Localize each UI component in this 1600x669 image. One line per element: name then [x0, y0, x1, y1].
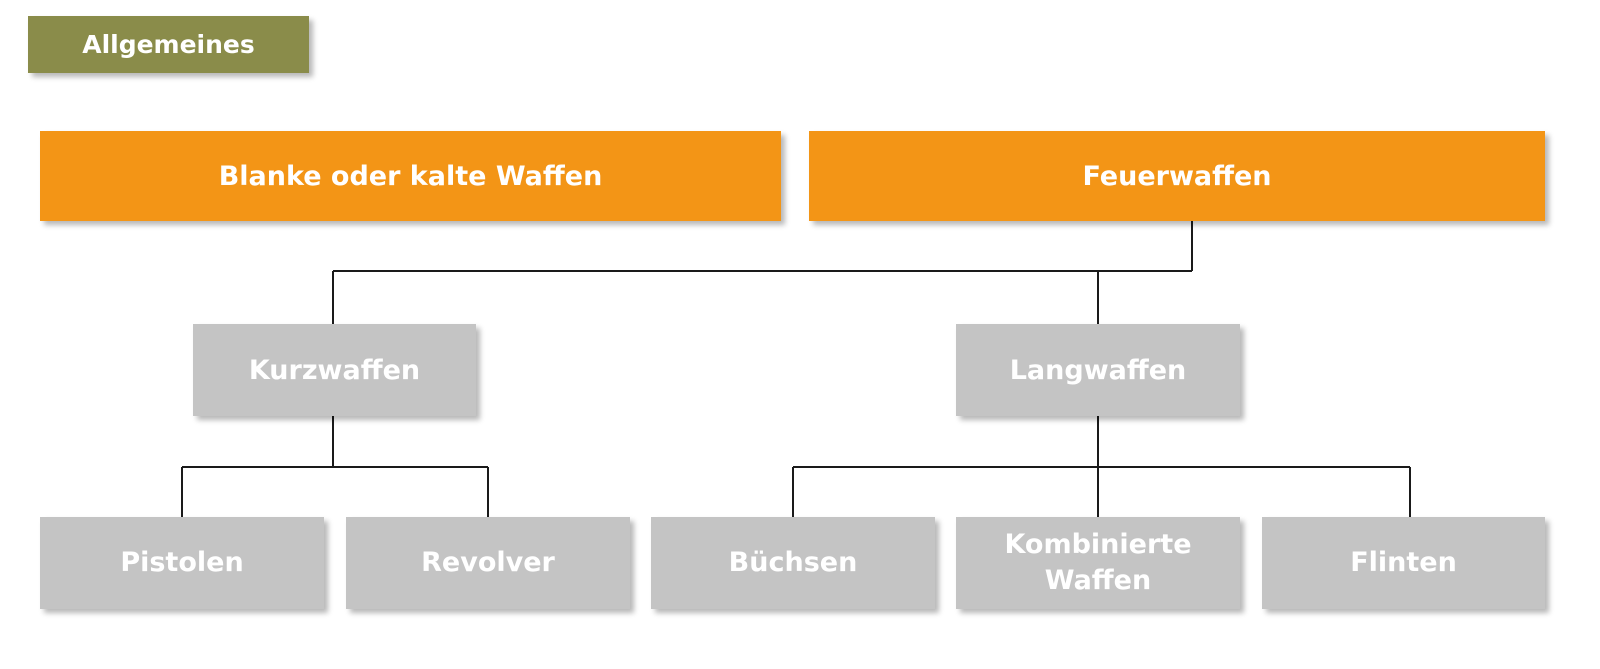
node-revolver-label: Revolver — [421, 546, 555, 578]
node-feuerwaffen: Feuerwaffen — [809, 131, 1545, 221]
node-feuerwaffen-label: Feuerwaffen — [1082, 160, 1272, 192]
node-kombinierte-waffen: Kombinierte Waffen — [956, 517, 1240, 609]
node-pistolen: Pistolen — [40, 517, 324, 609]
node-buechsen: Büchsen — [651, 517, 935, 609]
node-langwaffen-label: Langwaffen — [1009, 354, 1187, 386]
node-kombinierte-waffen-line2: Waffen — [1044, 565, 1152, 596]
node-kurzwaffen-label: Kurzwaffen — [248, 354, 421, 386]
section-tag: Allgemeines — [28, 16, 309, 73]
node-kurzwaffen: Kurzwaffen — [193, 324, 476, 416]
node-pistolen-label: Pistolen — [120, 546, 244, 578]
node-flinten-label: Flinten — [1350, 546, 1457, 578]
node-blanke-waffen: Blanke oder kalte Waffen — [40, 131, 781, 221]
node-blanke-waffen-label: Blanke oder kalte Waffen — [218, 160, 603, 192]
node-revolver: Revolver — [346, 517, 630, 609]
node-flinten: Flinten — [1262, 517, 1545, 609]
node-buechsen-label: Büchsen — [728, 546, 858, 578]
node-kombinierte-waffen-line1: Kombinierte — [1004, 528, 1192, 560]
section-tag-label: Allgemeines — [82, 30, 255, 59]
node-langwaffen: Langwaffen — [956, 324, 1240, 416]
